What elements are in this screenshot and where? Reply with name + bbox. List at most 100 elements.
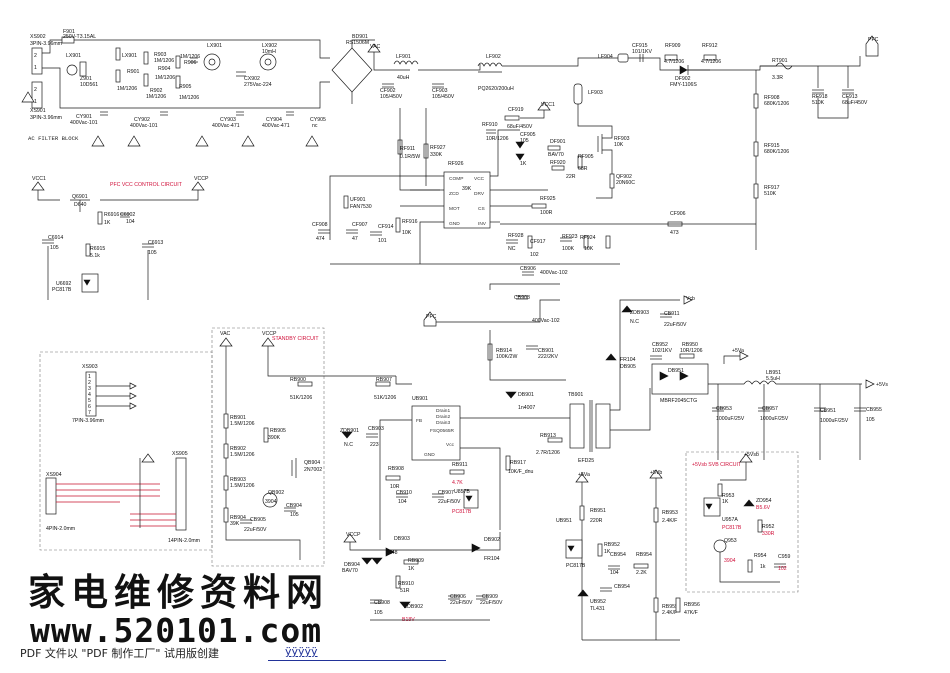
component-label: CF914 (378, 224, 394, 230)
led-block-label: +5Vsb SVB CIRCUIT (692, 462, 742, 468)
component-label: 1M/1206 (146, 94, 166, 100)
schematic-symbol (743, 380, 777, 385)
component-label: N.C (344, 442, 353, 448)
component-label: VCC (474, 176, 485, 182)
schematic-symbol (395, 376, 412, 385)
schematic-symbol (393, 60, 419, 65)
component-label: 400Vac-471 (212, 123, 240, 129)
schematic-symbol (418, 64, 481, 71)
schematic-symbol (609, 173, 615, 189)
component-label: CB910 (396, 490, 412, 496)
schematic-symbol (31, 81, 43, 109)
component-label: 3 (88, 386, 91, 392)
component-label: R905 (179, 84, 192, 90)
component-label: FAN7530 (350, 204, 372, 210)
component-label: LX902 (262, 43, 277, 49)
component-label: RF909 (665, 43, 681, 49)
component-label: +5Vs (876, 382, 888, 388)
component-label: FB (416, 418, 422, 424)
component-label: DB951 (668, 368, 684, 374)
component-label: 1 (88, 374, 91, 380)
schematic-symbol (395, 217, 401, 233)
component-label: VCC1 (32, 176, 46, 182)
component-label: 22uF/50V (480, 600, 503, 606)
component-label: RS1506M (346, 40, 369, 46)
schematic-symbol (865, 379, 875, 389)
component-label: 5.5uH (766, 376, 780, 382)
component-label: 1M/1206 (179, 95, 199, 101)
component-label: RF926 (448, 161, 464, 167)
component-label: RB908 (388, 466, 404, 472)
schematic-symbol (477, 62, 503, 67)
schematic-symbol (579, 505, 585, 521)
schematic-symbol (679, 371, 689, 381)
component-label: 100K (562, 246, 575, 252)
component-label: LX901 (122, 53, 137, 59)
schematic-symbol (753, 93, 759, 109)
schematic-symbol (379, 419, 412, 540)
schematic-symbol (596, 188, 613, 199)
schematic-symbol (267, 346, 396, 377)
component-label: VCC1 (541, 102, 555, 108)
component-label: CB901 (538, 348, 554, 354)
footer-link[interactable]: ÿÿÿÿÿ (285, 645, 318, 658)
schematic-symbol (633, 563, 649, 569)
schematic-symbol (569, 403, 585, 449)
schematic-symbol (449, 469, 465, 475)
component-label: 14PIN-2.0mm (168, 538, 200, 544)
component-label: +5Vb (650, 470, 662, 476)
component-label: RF918 (812, 94, 828, 100)
ac-filter-block-label: AC FILTER BLOCK (28, 135, 79, 142)
schematic-symbol (361, 557, 373, 565)
component-label: RB900 (290, 377, 306, 383)
component-label: 20N60C (616, 180, 635, 186)
component-label: 510K (764, 191, 777, 197)
component-label: 473 (670, 230, 679, 236)
component-label: Vcc (446, 442, 455, 448)
component-label: 10K (402, 230, 412, 236)
component-label: N.C (630, 319, 639, 325)
component-label: PC817B (52, 287, 72, 293)
component-label: 68uF/450V (842, 100, 868, 106)
schematic-symbol (679, 65, 688, 75)
schematic-symbol (865, 35, 879, 57)
component-label: 1K (520, 161, 527, 167)
schematic-symbol (577, 589, 589, 597)
schematic-symbol (31, 181, 45, 191)
connector-section: XS903 7PIN-3.96mm 12 34 56 7 XS904 4PIN-… (39, 351, 213, 551)
component-label: 51R (400, 588, 410, 594)
component-label: nc (312, 123, 318, 129)
schematic-symbol (399, 601, 411, 609)
component-label: FMY-1106S (670, 82, 697, 88)
schematic-symbol (505, 391, 517, 399)
schematic-symbol (675, 597, 681, 613)
component-label: CB906 (520, 266, 536, 272)
component-label: GND (424, 452, 435, 458)
schematic-symbol (175, 457, 187, 531)
component-label: LX901 (66, 53, 81, 59)
schematic-symbol (373, 52, 410, 71)
schematic-symbol (61, 36, 75, 44)
component-label: 220R (590, 518, 603, 524)
component-label: 2.4K/F (662, 610, 677, 616)
component-label: 400Vac-101 (70, 120, 98, 126)
component-label: 22uF/50V (664, 322, 687, 328)
component-label: RB905 (270, 428, 286, 434)
component-label: CB904 (286, 503, 302, 509)
component-label: DF901 (550, 139, 566, 145)
schematic-symbol (703, 497, 721, 517)
component-label: CY901 (76, 114, 92, 120)
schematic-symbol (463, 489, 479, 509)
component-label: 4 (88, 392, 91, 398)
schematic-symbol (685, 451, 799, 593)
component-label: U857B (454, 489, 470, 495)
component-label: 7PIN-3.96mm (72, 418, 104, 424)
component-label: 4.7/1206 (701, 59, 721, 65)
component-label: +5Va (578, 472, 590, 478)
component-label: R6915 (90, 246, 105, 252)
component-label: RB953 (662, 510, 678, 516)
component-label: RB952 (604, 542, 620, 548)
component-label: CF917 (530, 239, 546, 245)
component-label: Drain3 (436, 420, 450, 426)
schematic-symbol (753, 183, 759, 199)
